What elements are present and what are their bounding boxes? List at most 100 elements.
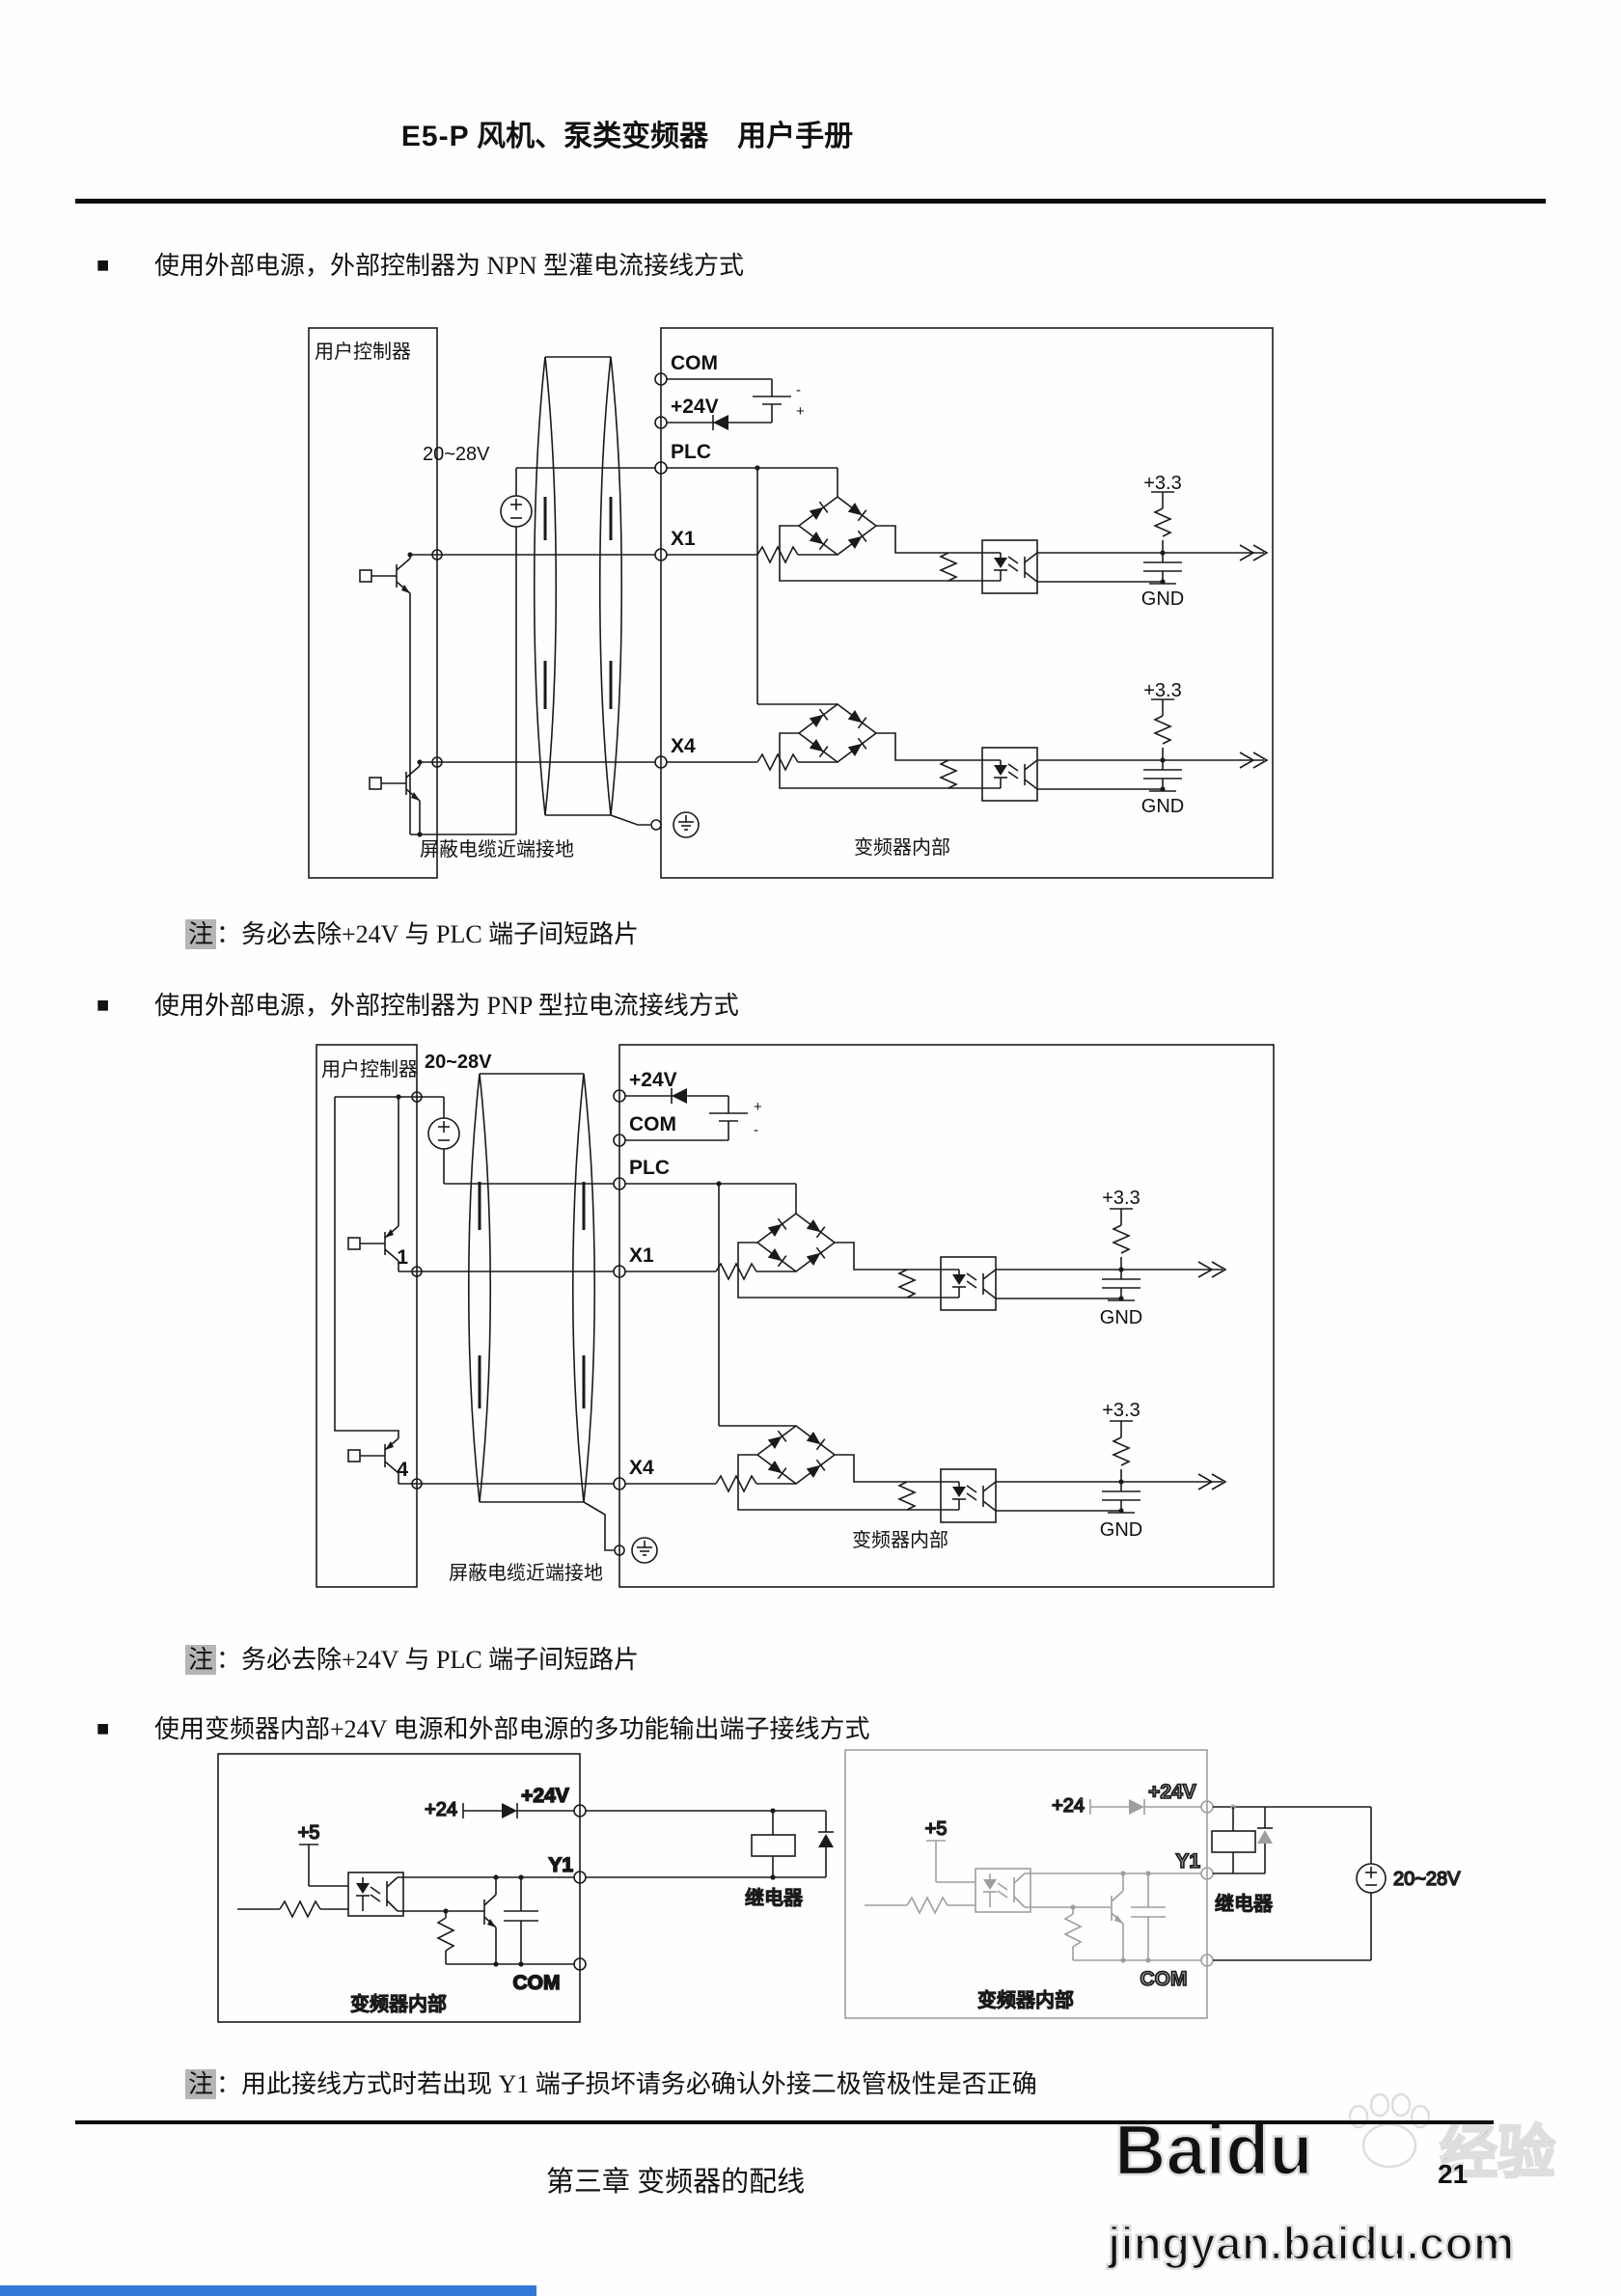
terminal-label-x4: X4 [629, 1457, 654, 1479]
npn-circuit-lines [308, 327, 1274, 879]
page-title: E5-P 风机、泵类变频器 用户手册 [0, 112, 1254, 154]
battery-plus-label: + [754, 1099, 762, 1115]
diode-icon [672, 1088, 687, 1104]
input-row-x1 [654, 491, 1268, 594]
watermark-site: jingyan.baidu.com [1107, 2219, 1514, 2270]
note-marker: 注 [185, 2069, 217, 2099]
inverter-label: 变频器内部 [977, 1989, 1074, 2011]
gnd-label: GND [1141, 588, 1184, 610]
external-power-source-icon [427, 1117, 460, 1150]
note-output: 注：用此接线方式时若出现 Y1 端子损坏请务必确认外接二极管极性是否正确 [185, 2064, 1440, 2100]
header-divider [75, 199, 1546, 204]
terminal-label-com: COM [1140, 1968, 1188, 1990]
terminal-label-24v: +24V [1148, 1781, 1196, 1803]
section-heading-pnp: ■ 使用外部电源，外部控制器为 PNP 型拉电流接线方式 [96, 986, 1447, 1022]
inverter-box [618, 1044, 1275, 1588]
relay-coil [1211, 1830, 1256, 1853]
battery-plus-label: + [796, 403, 805, 420]
pnp-wiring-diagram: 用户控制器 20~28V +24V COM PLC X1 X4 1 4 + - … [316, 1044, 1275, 1588]
earth-ground-icon [631, 1537, 658, 1564]
shield-cable-icon [467, 1073, 492, 1503]
voltage-label: 20~28V [423, 444, 490, 465]
battery-minus-label: - [754, 1122, 758, 1138]
page-number: 21 [1438, 2159, 1469, 2189]
bullet-square-icon: ■ [96, 1716, 110, 1740]
watermark-brand-cn: 经验 [1440, 2120, 1555, 2185]
footer-divider [75, 2120, 1494, 2124]
inverter-box [660, 327, 1274, 879]
flyback-diode-icon [818, 1834, 834, 1847]
note-pnp: 注：务必去除+24V 与 PLC 端子间短路片 [185, 1640, 1440, 1676]
relay-label: 继电器 [1215, 1893, 1273, 1915]
note-npn-text: ：务必去除+24V 与 PLC 端子间短路片 [216, 920, 640, 948]
voltage-label: 20~28V [425, 1052, 492, 1073]
terminal-label-x4: X4 [671, 735, 696, 757]
output-diagram-external: +5 +24 +24V Y1 COM 变频器内部 继电器 20~28V [844, 1749, 1462, 2019]
baidu-watermark: Baidu 经验 jingyan.baidu.com [1106, 2092, 1556, 2271]
npn-wiring-diagram: 用户控制器 20~28V COM +24V PLC X1 X4 - + +3.3… [308, 327, 1274, 879]
note-output-text: ：用此接线方式时若出现 Y1 端子损坏请务必确认外接二极管极性是否正确 [216, 2070, 1037, 2098]
terminal-label-y1: Y1 [548, 1854, 573, 1876]
rail-label: +3.3 [1102, 1188, 1140, 1209]
controller-label: 用户控制器 [315, 341, 411, 363]
gnd-label: GND [1100, 1519, 1142, 1541]
paw-icon [1348, 2092, 1431, 2169]
rail5-label: +5 [298, 1822, 320, 1844]
bullet-square-icon: ■ [96, 253, 110, 277]
shield-cable-icon [533, 356, 558, 816]
terminal-label-x1: X1 [671, 528, 696, 550]
controller-box [308, 327, 438, 879]
terminal-label-y1: Y1 [1175, 1850, 1200, 1872]
shield-ground-label: 屏蔽电缆近端接地 [449, 1562, 603, 1584]
terminal-label-com: COM [671, 352, 718, 374]
section-heading-output-text: 使用变频器内部+24V 电源和外部电源的多功能输出端子接线方式 [154, 1715, 870, 1743]
section-heading-output: ■ 使用变频器内部+24V 电源和外部电源的多功能输出端子接线方式 [96, 1709, 1447, 1745]
bottom-blue-bar [0, 2285, 536, 2296]
diode-icon [713, 415, 728, 430]
flyback-diode-icon [1257, 1830, 1273, 1844]
terminal-label-24v: +24V [521, 1785, 569, 1807]
terminal-label-com: COM [513, 1972, 561, 1994]
pnp-circuit-lines [316, 1044, 1275, 1588]
terminal-label-com: COM [629, 1113, 676, 1135]
input-row-x4 [613, 1420, 1226, 1523]
shield-ground-label: 屏蔽电缆近端接地 [420, 838, 574, 861]
inverter-label: 变频器内部 [350, 1993, 447, 2015]
section-heading-npn: ■ 使用外部电源，外部控制器为 NPN 型灌电流接线方式 [96, 246, 1447, 282]
rail-label: +3.3 [1143, 473, 1181, 494]
battery-minus-label: - [796, 382, 801, 398]
inverter-label: 变频器内部 [854, 836, 950, 859]
output-wiring-diagrams: +5 +24 +24V Y1 COM 变频器内部 继电器 [217, 1749, 1462, 2023]
external-power-source-icon [500, 495, 533, 528]
section-heading-pnp-text: 使用外部电源，外部控制器为 PNP 型拉电流接线方式 [154, 992, 739, 1020]
terminal-label-24v: +24V [671, 396, 719, 418]
wire-number-1: 1 [397, 1246, 408, 1269]
note-npn: 注：务必去除+24V 与 PLC 端子间短路片 [185, 915, 1440, 950]
section-heading-npn-text: 使用外部电源，外部控制器为 NPN 型灌电流接线方式 [154, 252, 745, 280]
input-row-x1 [613, 1208, 1226, 1311]
wire-number-4: 4 [397, 1459, 408, 1481]
relay-label: 继电器 [745, 1887, 803, 1909]
terminal-label-plc: PLC [629, 1157, 670, 1179]
rail-label: +3.3 [1143, 680, 1181, 701]
terminal-label-24v: +24V [629, 1069, 677, 1091]
note-pnp-text: ：务必去除+24V 与 PLC 端子间短路片 [216, 1646, 640, 1674]
inverter-label: 变频器内部 [852, 1529, 948, 1551]
relay-coil [751, 1834, 796, 1857]
page-title-text: 风机、泵类变频器 用户手册 [469, 121, 854, 152]
controller-label: 用户控制器 [321, 1058, 418, 1080]
rail5-label: +5 [925, 1818, 948, 1840]
controller-box [316, 1044, 418, 1588]
rail-label: +3.3 [1102, 1400, 1140, 1421]
earth-ground-icon [673, 811, 700, 838]
rail24-label: +24 [1052, 1795, 1085, 1817]
gnd-label: GND [1141, 796, 1184, 817]
input-row-x4 [654, 698, 1268, 802]
product-model: E5-P [400, 121, 470, 152]
note-marker: 注 [185, 919, 217, 949]
bullet-square-icon: ■ [96, 993, 110, 1017]
output-diagram-internal: +5 +24 +24V Y1 COM 变频器内部 继电器 [217, 1753, 834, 2023]
voltage-label: 20~28V [1393, 1869, 1461, 1890]
terminal-label-x1: X1 [629, 1244, 654, 1267]
